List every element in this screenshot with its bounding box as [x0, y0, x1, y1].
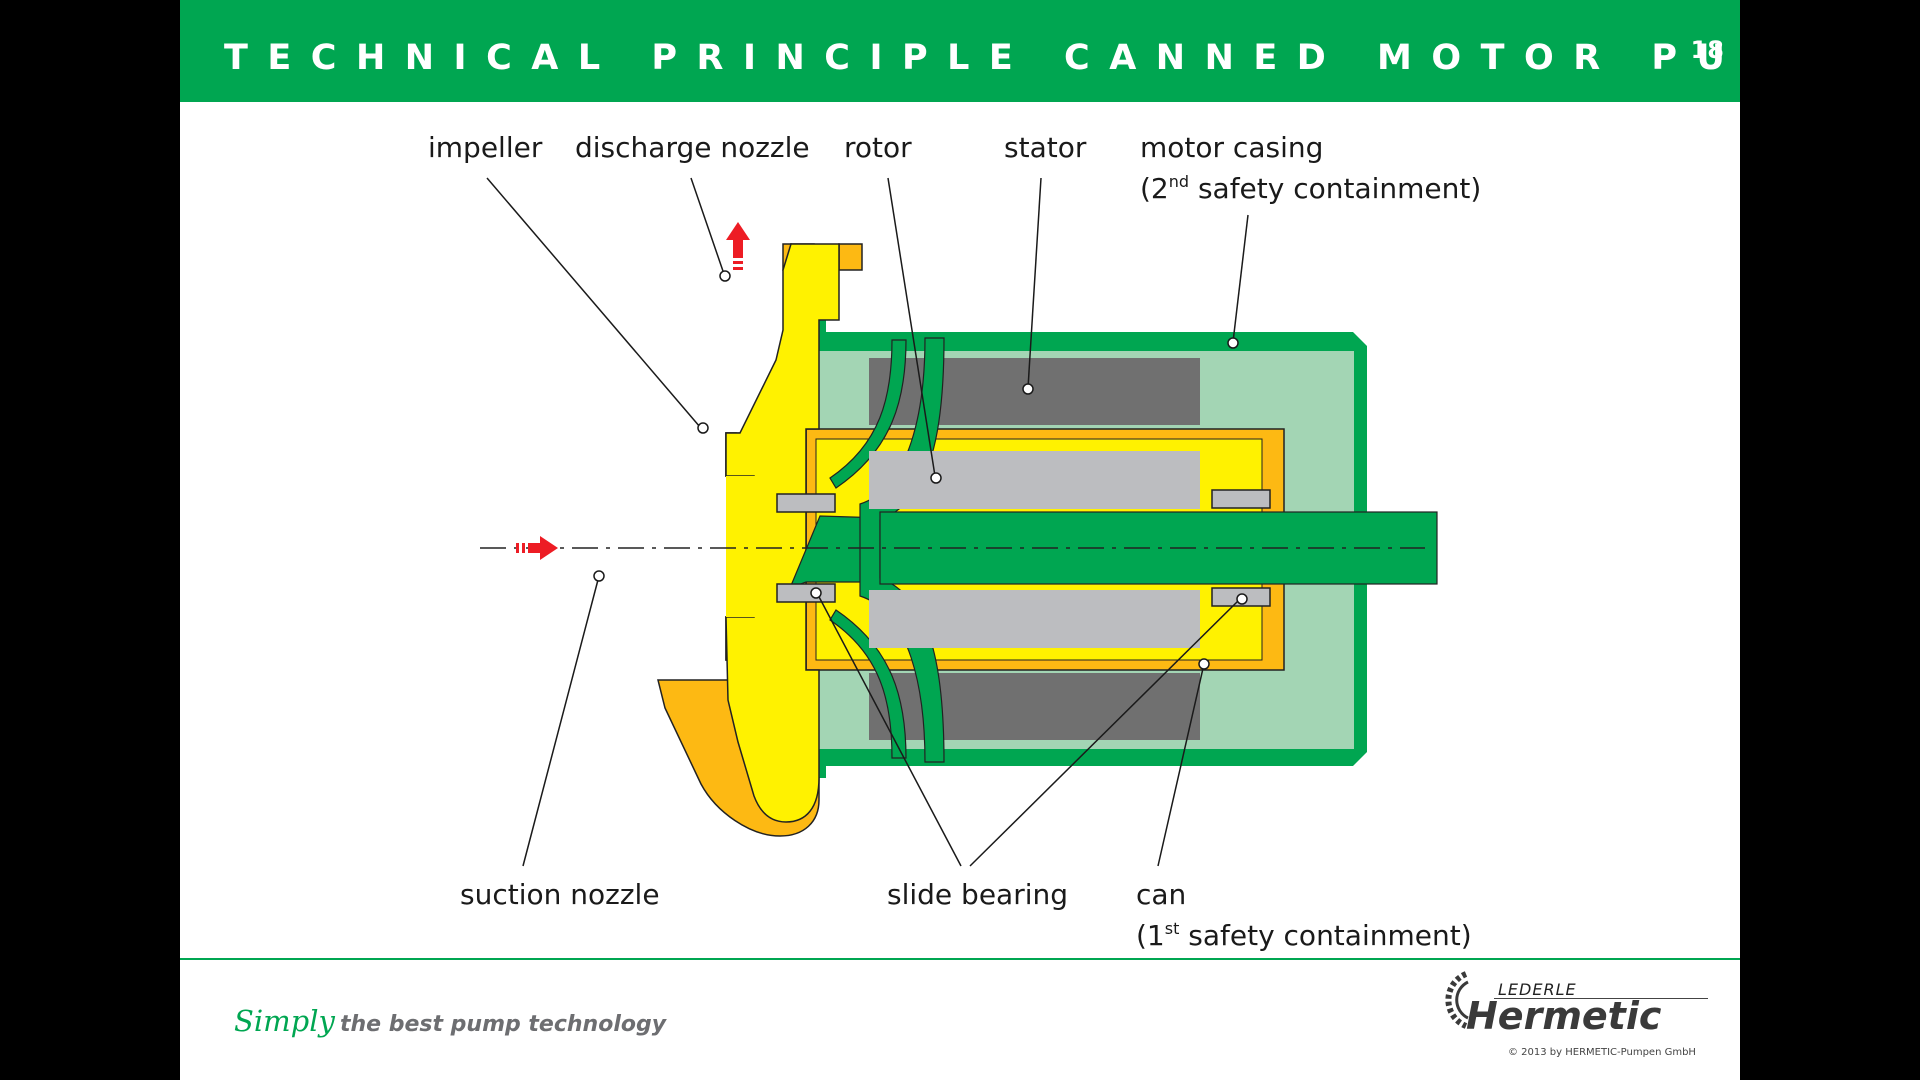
leader-bearing-1: [816, 592, 962, 867]
label-impeller: impeller: [428, 131, 543, 164]
brand-hermetic: Hermetic: [1466, 994, 1662, 1038]
marker-stator: [1022, 383, 1034, 395]
copyright: © 2013 by HERMETIC-Pumpen GmbH: [1508, 1047, 1696, 1058]
leader-rotor: [887, 177, 936, 477]
leader-impeller: [486, 177, 701, 428]
marker-impeller: [697, 422, 709, 434]
leader-bearing-2: [969, 598, 1241, 867]
marker-bearing-1: [810, 587, 822, 599]
label-motor-casing-sub: (2nd safety containment): [1140, 172, 1482, 205]
label-can-sub: (1st safety containment): [1136, 919, 1472, 952]
label-discharge-nozzle: discharge nozzle: [575, 131, 810, 164]
label-stator: stator: [1004, 131, 1087, 164]
title-bar: TECHNICAL PRINCIPLE CANNED MOTOR PUMP 18: [180, 0, 1740, 102]
marker-can: [1198, 658, 1210, 670]
slide: TECHNICAL PRINCIPLE CANNED MOTOR PUMP 18: [180, 0, 1740, 1080]
leader-motor-casing: [1232, 214, 1249, 343]
label-suction-nozzle: suction nozzle: [460, 878, 660, 911]
slide-title: TECHNICAL PRINCIPLE CANNED MOTOR PUMP: [224, 38, 1740, 78]
leader-can: [1157, 663, 1205, 867]
rotor-lower: [869, 590, 1200, 648]
slide-bearing-front-lower: [776, 583, 836, 603]
marker-motor-casing: [1227, 337, 1239, 349]
brand-lederle: LEDERLE: [1498, 980, 1577, 999]
marker-discharge: [719, 270, 731, 282]
slide-bearing-front-upper: [776, 493, 836, 513]
marker-suction: [593, 570, 605, 582]
label-slide-bearing: slide bearing: [887, 878, 1069, 911]
leader-discharge: [690, 177, 725, 275]
marker-bearing-2: [1236, 593, 1248, 605]
label-can: can: [1136, 878, 1187, 911]
page-number: 18: [1690, 36, 1724, 64]
tagline: Simply the best pump technology: [234, 1004, 666, 1038]
slide-bearing-rear-upper: [1211, 489, 1271, 509]
impeller-blade-lower: [829, 609, 907, 759]
tagline-simply: Simply: [234, 1004, 335, 1038]
impeller-blade-upper: [829, 339, 907, 489]
brand-underline: [1494, 998, 1708, 999]
rotor-upper: [869, 451, 1200, 509]
label-rotor: rotor: [844, 131, 912, 164]
suction-inlet-fluid: [726, 476, 766, 617]
footer-rule: [180, 958, 1740, 960]
inlet-flow-arrow-icon: [516, 536, 558, 560]
marker-rotor: [930, 472, 942, 484]
gear-icon: [1445, 971, 1469, 1029]
leader-stator: [1027, 177, 1042, 389]
discharge-flow-arrow-icon: [726, 222, 750, 270]
tagline-text: the best pump technology: [339, 1012, 667, 1037]
label-motor-casing: motor casing: [1140, 131, 1324, 164]
pump-diagram: [480, 177, 1438, 867]
leader-suction: [522, 575, 600, 867]
